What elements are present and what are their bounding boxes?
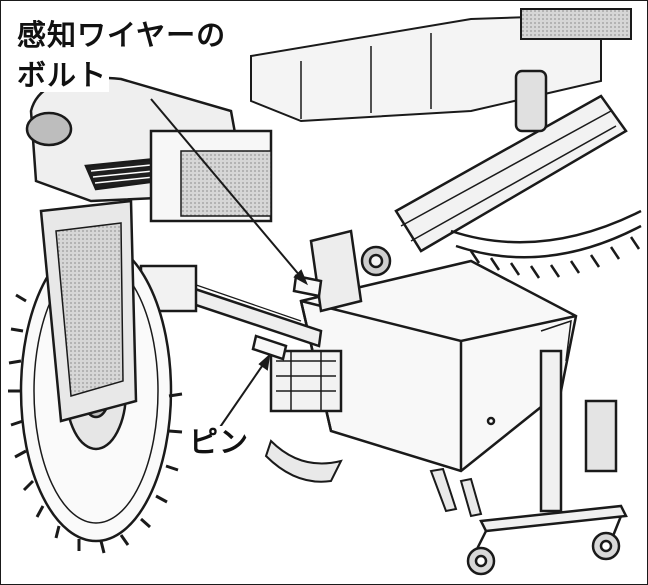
drive-wheel <box>8 199 183 554</box>
sensor-wire-bolt-label-line2: ボルト <box>15 58 110 93</box>
trolley-stand <box>466 349 628 576</box>
pin-label: ピン <box>187 425 252 460</box>
conveyor-arm <box>394 69 628 253</box>
upper-frame <box>250 8 632 123</box>
linkage <box>251 229 392 361</box>
sensor-wire-bolt-leader <box>150 98 309 286</box>
right-belt <box>450 209 642 279</box>
pin-leader <box>215 353 271 434</box>
planting-claws <box>264 439 483 518</box>
engine-hood <box>25 76 273 223</box>
sensor-wire-bolt-label-line1: 感知ワイヤーの <box>15 18 229 53</box>
